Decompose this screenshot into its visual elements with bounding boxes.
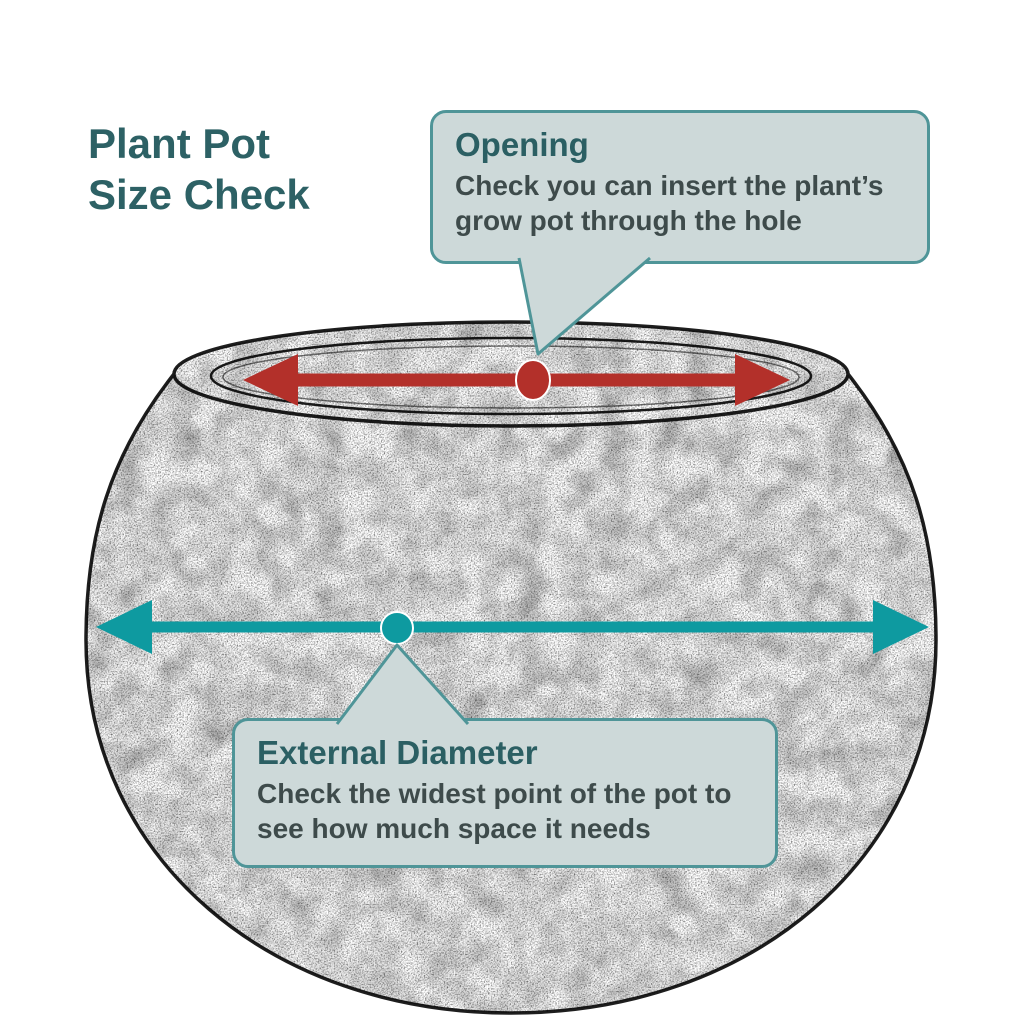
pot-texture [86, 322, 936, 1013]
opening-callout-tail [517, 256, 651, 356]
opening-arrow [243, 354, 790, 406]
external-diameter-callout-tail [335, 643, 470, 726]
page-title: Plant Pot Size Check [88, 118, 310, 220]
opening-callout: Opening Check you can insert the plant’s… [430, 110, 930, 264]
opening-point [515, 359, 551, 401]
diameter-arrow [96, 600, 929, 654]
external-diameter-callout-heading: External Diameter [257, 734, 538, 771]
external-diameter-callout: External Diameter Check the widest point… [232, 718, 778, 868]
page-title-line1: Plant Pot [88, 120, 271, 167]
opening-callout-heading: Opening [455, 126, 589, 163]
opening-callout-body: Check you can insert the plant’s grow po… [455, 169, 884, 237]
external-diameter-callout-body: Check the widest point of the pot to see… [257, 777, 732, 845]
page-title-line2: Size Check [88, 171, 310, 219]
